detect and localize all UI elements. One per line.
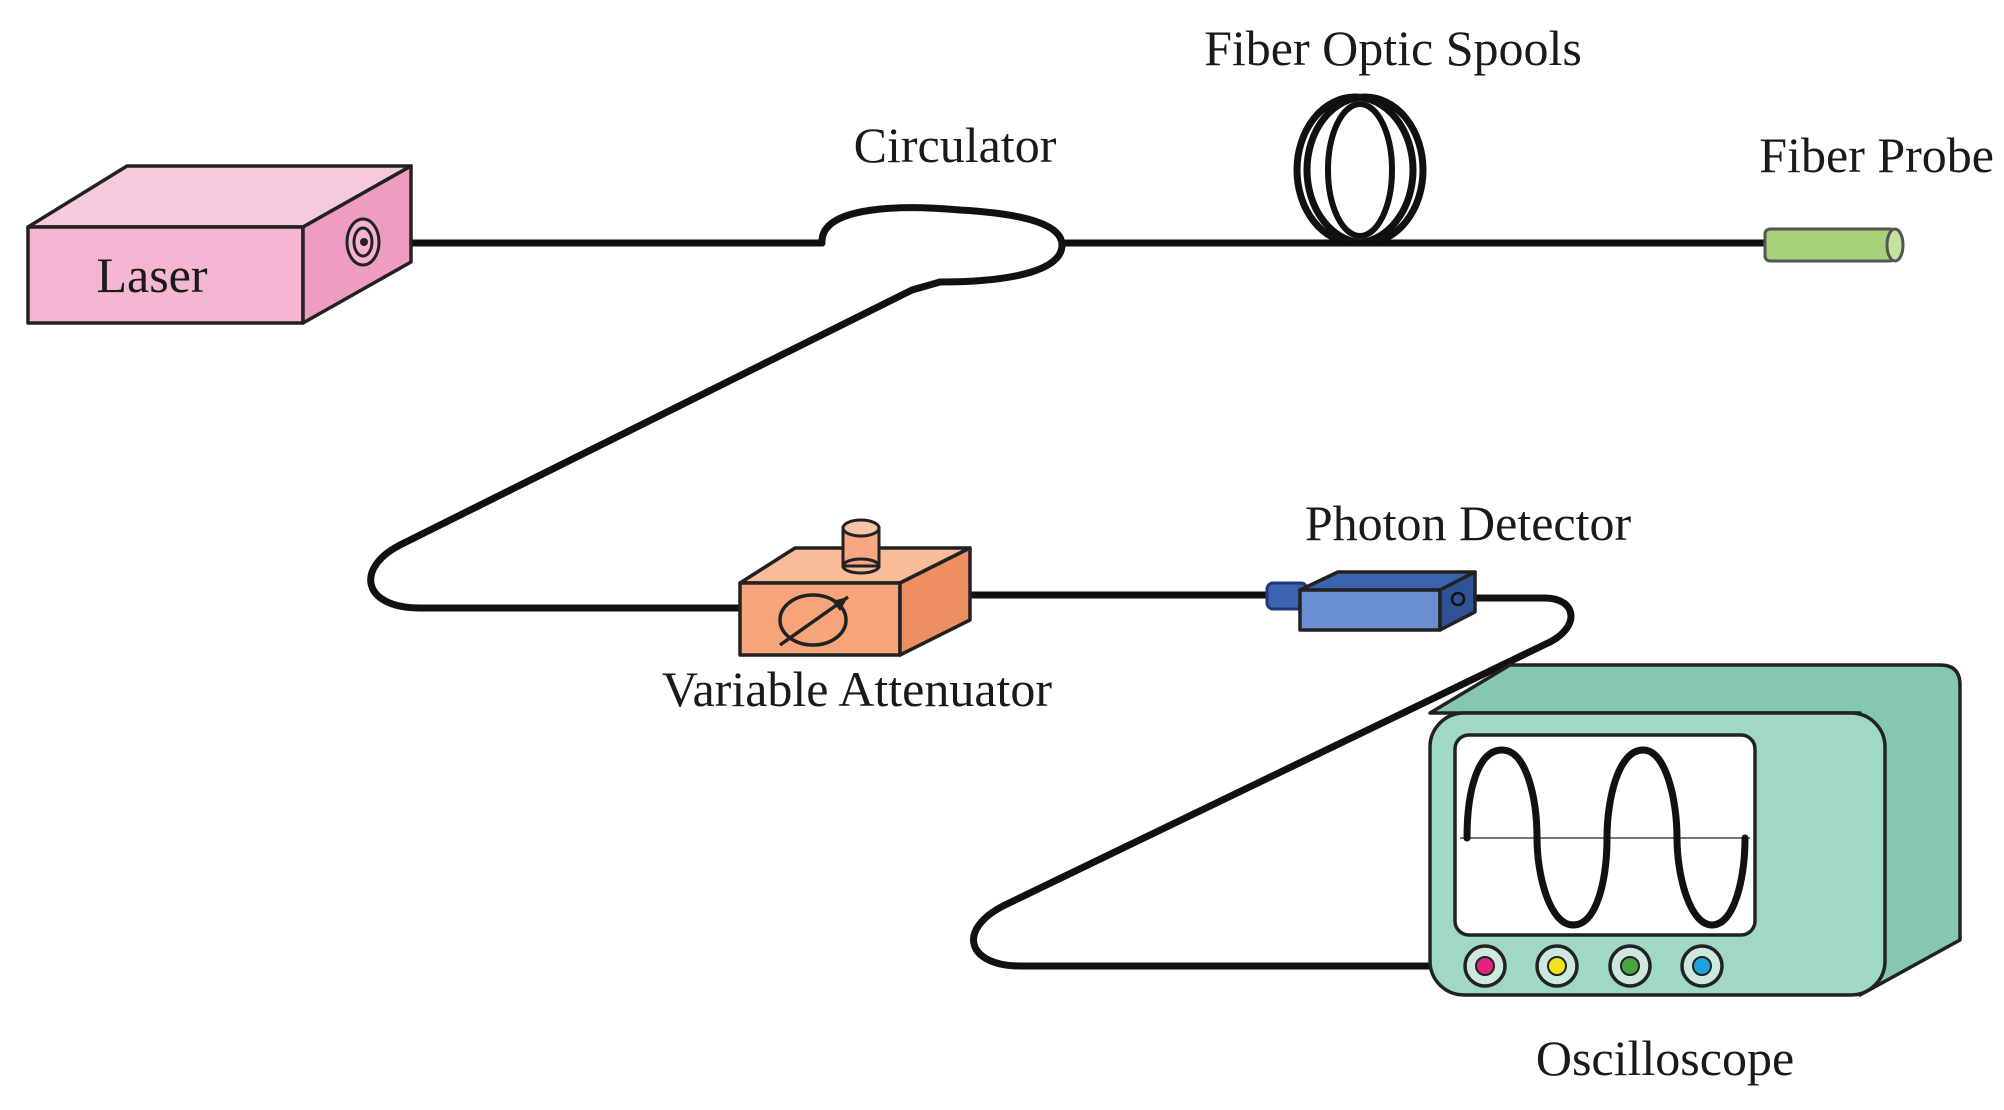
green-knob-icon[interactable]	[1608, 944, 1652, 988]
blue-knob-icon[interactable]	[1680, 944, 1724, 988]
fiber-circulator-to-attenuator	[367, 278, 944, 612]
fiber-optic-spools-label: Fiber Optic Spools	[1204, 20, 1582, 76]
laser-device: Laser	[26, 164, 413, 325]
fiber-detector-to-oscilloscope	[970, 594, 1575, 970]
fiber-cables	[367, 204, 1769, 970]
variable-attenuator-device: Variable Attenuator	[662, 518, 1052, 717]
circulator-label: Circulator	[854, 117, 1057, 173]
laser-label: Laser	[96, 247, 207, 303]
fiber-optic-spools-icon	[1293, 93, 1427, 247]
fiber-probe-icon	[1763, 227, 1905, 263]
photon-detector-device: Photon Detector	[1265, 495, 1632, 632]
attenuator-side-face	[898, 546, 972, 657]
photon-detector-label: Photon Detector	[1305, 495, 1632, 551]
attenuator-knob	[841, 518, 881, 575]
fiber-probe-label: Fiber Probe	[1759, 127, 1994, 183]
variable-resistor-icon	[778, 593, 850, 647]
yellow-knob-icon[interactable]	[1535, 944, 1579, 988]
detector-port-icon	[1450, 591, 1466, 607]
oscilloscope-label: Oscilloscope	[1536, 1030, 1794, 1086]
circulator-loop	[818, 204, 1066, 286]
variable-attenuator-label: Variable Attenuator	[662, 661, 1052, 717]
sine-wave-icon	[1463, 746, 1749, 929]
magenta-knob-icon[interactable]	[1463, 944, 1507, 988]
detector-front-face	[1298, 588, 1442, 632]
laser-aperture-icon	[345, 217, 381, 267]
oscilloscope-device: Oscilloscope	[1428, 663, 1962, 1086]
oscilloscope-side-face	[1428, 663, 1962, 997]
